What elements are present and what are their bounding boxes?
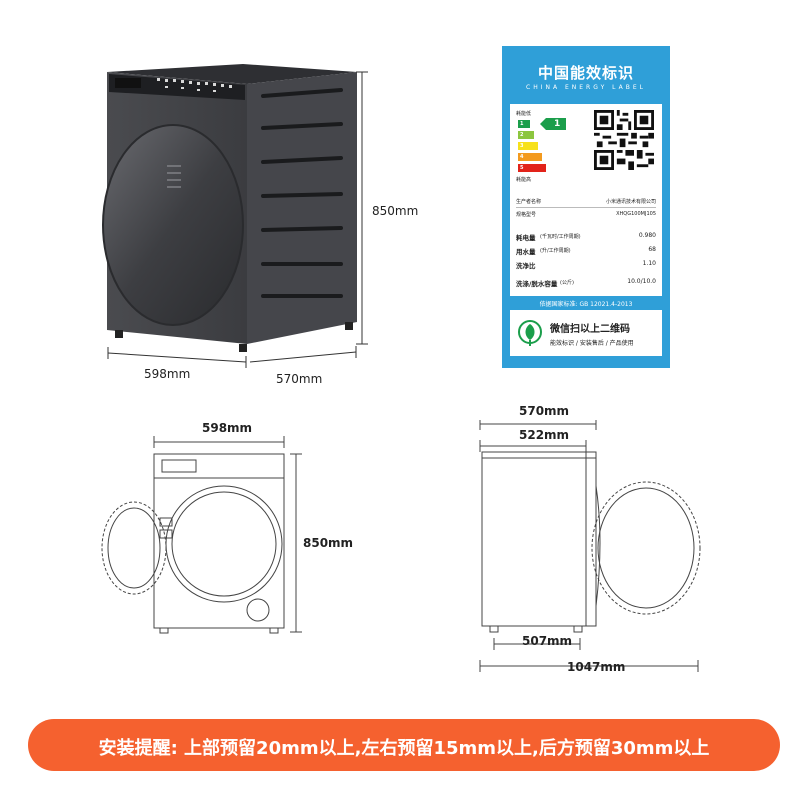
- power-row-unit: (千瓦时/工作周期): [540, 234, 581, 240]
- model-value: XHQG100MJ105: [616, 211, 656, 217]
- photo-depth-label: 570mm: [276, 372, 323, 386]
- side-feet-depth-label: 507mm: [522, 634, 573, 648]
- scan-title: 微信扫以上二维码: [550, 324, 630, 335]
- side-body-depth-label: 522mm: [519, 428, 570, 442]
- manufacturer-label: 生产者名称: [516, 199, 542, 205]
- grade-bar-1: 1: [518, 120, 530, 128]
- grade-bar-2: 2: [518, 131, 534, 139]
- grade-value: 1: [554, 119, 561, 129]
- power-row-value: 0.980: [638, 232, 656, 239]
- installation-notice-text: 安装提醒: 上部预留20mm以上,左右预留15mm以上,后方预留30mm以上: [98, 738, 710, 759]
- photo-width-label: 598mm: [144, 367, 191, 381]
- energy-label-subtitle: CHINA ENERGY LABEL: [526, 84, 646, 91]
- grade-arrow-icon: [540, 118, 566, 130]
- scan-subtitle: 能效标识 / 安装售后 / 产品使用: [550, 340, 634, 347]
- capacity-row-label: 洗涤/脱水容量: [516, 280, 558, 288]
- model-label: 规格型号: [516, 212, 537, 218]
- divider: [516, 207, 656, 208]
- photo-dimension-lines: [107, 71, 368, 368]
- side-total-depth-label: 570mm: [519, 404, 570, 418]
- side-view-diagram: [479, 420, 701, 672]
- wash-ratio-value: 1.10: [642, 260, 656, 267]
- scan-panel: 微信扫以上二维码 能效标识 / 安装售后 / 产品使用: [510, 310, 662, 356]
- grade-bar-3: 3: [518, 142, 538, 150]
- energy-label-title: 中国能效标识: [537, 64, 634, 82]
- standard-text: 依据国家标准: GB 12021.4-2013: [539, 301, 633, 308]
- front-height-label: 850mm: [303, 536, 354, 550]
- grade-bar-5: 5: [518, 164, 546, 172]
- grade-bar-4: 4: [518, 153, 542, 161]
- energy-data-panel: 耗电量 (千瓦时/工作周期) 0.980 用水量 (升/工作周期) 68 洗净比…: [510, 226, 662, 296]
- washing-machine-photo: [102, 64, 357, 352]
- front-view-diagram: [101, 436, 302, 634]
- side-door-open-depth-label: 1047mm: [567, 660, 626, 674]
- wash-ratio-label: 洗净比: [516, 262, 536, 270]
- low-consumption-label: 耗能低: [516, 111, 532, 117]
- water-row-unit: (升/工作周期): [540, 248, 571, 254]
- capacity-row-value: 10.0/10.0: [627, 278, 656, 285]
- power-row-label: 耗电量: [516, 234, 536, 242]
- photo-height-label: 850mm: [372, 204, 419, 218]
- energy-label: 中国能效标识 CHINA ENERGY LABEL 耗能低 1 2 3 4 5 …: [502, 46, 670, 368]
- recycle-leaf-icon: [518, 320, 542, 346]
- water-row-label: 用水量: [516, 248, 536, 256]
- manufacturer-value: 小米通讯技术有限公司: [605, 199, 656, 205]
- qr-code-icon: [594, 110, 654, 170]
- installation-notice-bar: 安装提醒: 上部预留20mm以上,左右预留15mm以上,后方预留30mm以上: [28, 719, 780, 771]
- water-row-value: 68: [648, 246, 656, 253]
- front-width-label: 598mm: [202, 421, 253, 435]
- capacity-row-unit: (公斤): [560, 280, 574, 286]
- high-consumption-label: 耗能高: [516, 177, 532, 183]
